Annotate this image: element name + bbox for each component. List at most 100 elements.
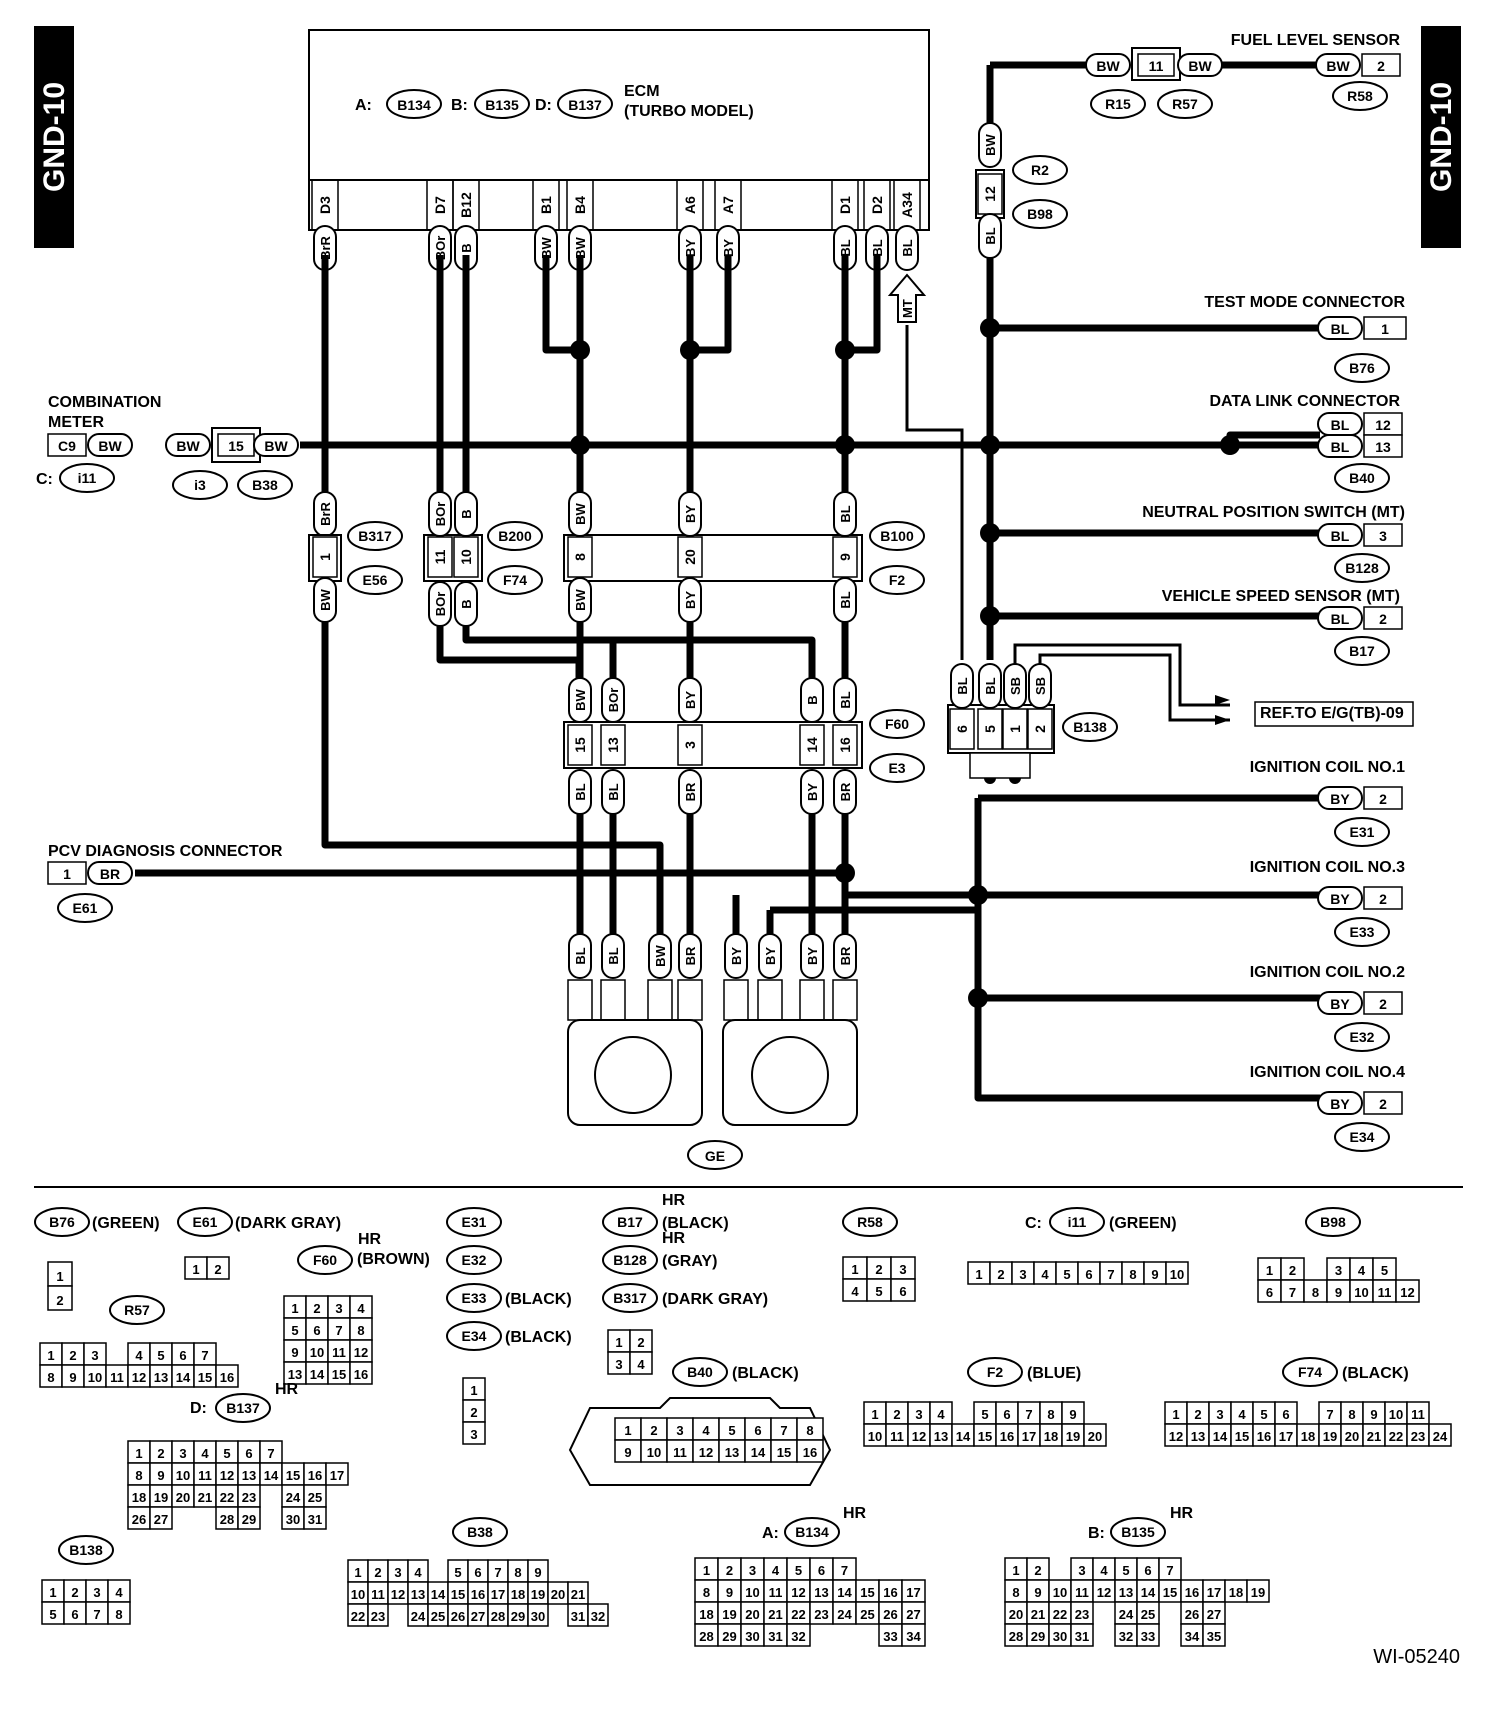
data-link-pin2-box (1363, 434, 1403, 458)
coil-conn-1-oval (1334, 917, 1390, 947)
b200-wire-top-1: B (459, 509, 474, 518)
f60-wire-top-0: BW (573, 688, 588, 710)
legend-b134-prefix: A: (762, 1525, 779, 1542)
combination-pin-box (47, 433, 87, 457)
e3-wire-bottom-0: BL (573, 783, 588, 800)
legend-b134-grid-cell: 12 (791, 1585, 805, 1600)
vss-wire-pill (1317, 606, 1363, 630)
data-link-title: DATA LINK CONNECTOR (1209, 393, 1400, 410)
e3-wire-bottom-1-pill (601, 769, 625, 815)
ground-right-wire-3-pill (833, 933, 857, 979)
legend-i11-grid-cell: 9 (1151, 1267, 1158, 1282)
coil-conn-2: E32 (1350, 1029, 1375, 1045)
legend-b98-grid-cell: 7 (1289, 1285, 1296, 1300)
legend-b134-grid-cell: 29 (722, 1629, 736, 1644)
legend-f2-grid-cell: 4 (937, 1407, 945, 1422)
legend-i11-grid-cell: 7 (1107, 1267, 1114, 1282)
legend-f2-oval (967, 1357, 1023, 1387)
b200-wire-bottom-0: BOr (433, 592, 448, 617)
legend-b128-note: (GRAY) (662, 1253, 717, 1270)
legend-b134-grid-cell: 15 (860, 1585, 874, 1600)
coil-title-1: IGNITION COIL NO.3 (1250, 859, 1405, 876)
f60-pin-13-box (600, 724, 626, 766)
legend-b135-grid-cell: 2 (1034, 1563, 1041, 1578)
b317-wire-bottom-pill (313, 577, 337, 623)
pcv-conn: E61 (73, 900, 98, 916)
coil-title-2: IGNITION COIL NO.2 (1250, 964, 1405, 981)
f60-wire-top-4-pill (833, 677, 857, 723)
legend-f2-grid-cell: 18 (1044, 1429, 1058, 1444)
legend-b135-grid-cell: 26 (1185, 1607, 1199, 1622)
legend-b134-hr: HR (843, 1505, 867, 1522)
ground-left-wire-3-pill (678, 933, 702, 979)
b317-conn-oval (347, 521, 403, 551)
legend-b40: B40 (687, 1364, 713, 1380)
b200-wire-top-1-pill (454, 491, 478, 537)
legend-f60-note: (BROWN) (357, 1251, 430, 1268)
left-tab (34, 26, 74, 248)
legend-i11-grid-cell: 4 (1041, 1267, 1049, 1282)
ecm-conn-b: B135 (485, 97, 519, 113)
legend-e33-note: (BLACK) (505, 1291, 572, 1308)
test-mode-pin: 1 (1381, 321, 1389, 337)
b138-wire-1-pill (978, 663, 1002, 709)
legend-b76-grid-cell: 1 (56, 1269, 63, 1284)
coil-pin-3: 2 (1379, 1096, 1387, 1112)
legend-b137-grid-cell: 7 (267, 1446, 274, 1461)
legend-b135-grid-cell: 29 (1031, 1629, 1045, 1644)
coil-conn-1: E33 (1350, 924, 1375, 940)
legend-f60-grid-cell: 7 (335, 1323, 342, 1338)
legend-b137-grid-cell: 1 (135, 1446, 142, 1461)
legend-r57-grid-cell: 15 (198, 1370, 212, 1385)
legend-b134-grid-cell: 20 (745, 1607, 759, 1622)
e3-wire-bottom-1: BL (606, 783, 621, 800)
legend-b138-grid-cell: 3 (93, 1585, 100, 1600)
data-link-pin1: 12 (1375, 417, 1391, 433)
f60-pin-16: 16 (837, 737, 853, 753)
legend-f2-grid-cell: 3 (915, 1407, 922, 1422)
b138-wire-2-pill (1003, 663, 1027, 709)
legend-f74-grid-cell: 24 (1433, 1429, 1448, 1444)
legend-b134-grid-cell: 2 (726, 1563, 733, 1578)
legend-b137-grid-cell: 21 (198, 1490, 212, 1505)
coil-title-0: IGNITION COIL NO.1 (1250, 759, 1405, 776)
legend-b135-grid-cell: 18 (1229, 1585, 1243, 1600)
r15-conn: R15 (1105, 96, 1131, 112)
test-mode-conn-oval (1334, 353, 1390, 383)
legend-b137-grid-cell: 9 (157, 1468, 164, 1483)
legend-b138-oval (58, 1535, 114, 1565)
legend-b135-grid-cell: 28 (1009, 1629, 1023, 1644)
fuel-level-pin-box (1361, 53, 1401, 77)
junction-dots (570, 318, 1240, 1008)
vss-conn: B17 (1349, 643, 1375, 659)
legend-f74-grid-cell: 6 (1282, 1407, 1289, 1422)
legend-b40-grid-cell: 9 (624, 1445, 631, 1460)
neutral-title: NEUTRAL POSITION SWITCH (MT) (1142, 504, 1405, 521)
ground-left-wire-2: BW (653, 944, 668, 966)
fuel-level-wire: BW (1326, 58, 1350, 74)
legend-b134-grid-cell: 14 (837, 1585, 852, 1600)
ground-label: GE (705, 1148, 725, 1164)
ground-left-wire-2-pill (648, 933, 672, 979)
legend-i11-grid-cell: 10 (1170, 1267, 1184, 1282)
test-mode-pin-box (1363, 316, 1407, 340)
legend-b98-grid-cell: 11 (1378, 1285, 1392, 1300)
legend-f2-grid-cell: 10 (868, 1429, 882, 1444)
legend-b135-grid-cell: 11 (1075, 1585, 1089, 1600)
legend-b128: B128 (613, 1252, 647, 1268)
legend-f74-oval (1282, 1357, 1338, 1387)
legend-b40-note: (BLACK) (732, 1365, 799, 1382)
legend-b76-grid-cell: 2 (56, 1293, 63, 1308)
combination-conn: i11 (78, 470, 97, 486)
legend-b40-grid-cell: 7 (780, 1423, 787, 1438)
r2-conn-oval (1012, 155, 1068, 185)
legend-b98-grid-cell: 8 (1312, 1285, 1319, 1300)
r15-wire-a: BW (1096, 58, 1120, 74)
coil-pin-3-box (1363, 1091, 1403, 1115)
r15-wire-b-pill (1177, 53, 1223, 77)
legend-b76-note: (GREEN) (92, 1215, 160, 1232)
r15-pin: 11 (1149, 58, 1164, 74)
legend-b137-grid-cell: 24 (286, 1490, 301, 1505)
b138-wire-2: SB (1008, 677, 1023, 695)
